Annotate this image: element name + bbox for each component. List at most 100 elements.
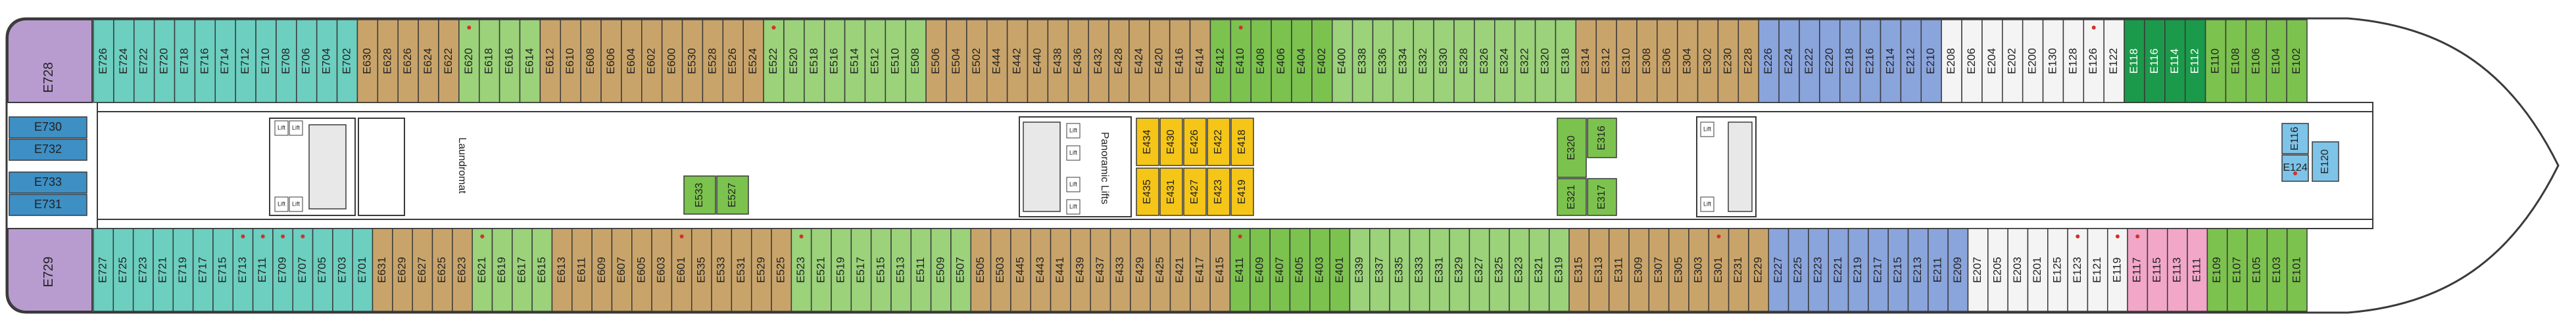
cabin-e420[interactable]: E420: [1149, 19, 1171, 103]
cabin-e116[interactable]: E116: [2144, 19, 2166, 103]
cabin-e101[interactable]: E101: [2286, 228, 2308, 312]
cabin-e308[interactable]: E308: [1636, 19, 1658, 103]
cabin-e217[interactable]: E217: [1868, 228, 1889, 312]
cabin-e128[interactable]: E128: [2062, 19, 2085, 103]
cabin-e504[interactable]: E504: [946, 19, 967, 103]
cabin-e433[interactable]: E433: [1109, 228, 1131, 312]
cabin-e123[interactable]: E123: [2067, 228, 2089, 312]
cabin-e322[interactable]: E322: [1514, 19, 1536, 103]
cabin-e620[interactable]: E620: [458, 19, 480, 103]
cabin-e610[interactable]: E610: [560, 19, 581, 103]
cabin-e301[interactable]: E301: [1708, 228, 1730, 312]
cabin-e607[interactable]: E607: [611, 228, 633, 312]
cabin-e528[interactable]: E528: [702, 19, 724, 103]
cabin-e606[interactable]: E606: [600, 19, 622, 103]
cabin-e117[interactable]: E117: [2127, 228, 2149, 312]
cabin-e628[interactable]: E628: [377, 19, 399, 103]
cabin-e115[interactable]: E115: [2147, 228, 2168, 312]
cabin-e425[interactable]: E425: [1150, 228, 1171, 312]
cabin-e120[interactable]: E120: [2312, 141, 2339, 182]
cabin-e405[interactable]: E405: [1289, 228, 1311, 312]
cabin-e106[interactable]: E106: [2245, 19, 2267, 103]
cabin-e716[interactable]: E716: [194, 19, 216, 103]
cabin-e602[interactable]: E602: [641, 19, 663, 103]
cabin-e105[interactable]: E105: [2247, 228, 2268, 312]
cabin-e442[interactable]: E442: [1006, 19, 1029, 103]
cabin-e509[interactable]: E509: [930, 228, 952, 312]
cabin-e112[interactable]: E112: [2184, 19, 2206, 103]
cabin-e441[interactable]: E441: [1050, 228, 1071, 312]
cabin-e711[interactable]: E711: [252, 228, 274, 312]
cabin-e327[interactable]: E327: [1469, 228, 1490, 312]
cabin-e439[interactable]: E439: [1070, 228, 1091, 312]
cabin-e307[interactable]: E307: [1648, 228, 1670, 312]
cabin-e733[interactable]: E733: [9, 171, 87, 194]
cabin-e326[interactable]: E326: [1474, 19, 1495, 103]
cabin-e709[interactable]: E709: [272, 228, 293, 312]
cabin-e200[interactable]: E200: [2022, 19, 2044, 103]
cabin-e731[interactable]: E731: [9, 194, 87, 216]
cabin-e229[interactable]: E229: [1748, 228, 1769, 312]
cabin-e412[interactable]: E412: [1209, 19, 1232, 103]
cabin-e531[interactable]: E531: [731, 228, 752, 312]
cabin-e625[interactable]: E625: [431, 228, 453, 312]
cabin-e426[interactable]: E426: [1183, 118, 1207, 166]
cabin-e109[interactable]: E109: [2206, 228, 2228, 312]
cabin-e228[interactable]: E228: [1738, 19, 1759, 103]
cabin-e724[interactable]: E724: [113, 19, 135, 103]
cabin-e332[interactable]: E332: [1413, 19, 1434, 103]
cabin-e702[interactable]: E702: [336, 19, 358, 103]
cabin-e102[interactable]: E102: [2286, 19, 2308, 103]
cabin-e727[interactable]: E727: [93, 228, 114, 312]
cabin-e404[interactable]: E404: [1291, 19, 1313, 103]
cabin-e208[interactable]: E208: [1941, 19, 1962, 103]
cabin-e438[interactable]: E438: [1047, 19, 1069, 103]
cabin-e114[interactable]: E114: [2164, 19, 2186, 103]
cabin-e622[interactable]: E622: [438, 19, 460, 103]
cabin-e520[interactable]: E520: [783, 19, 805, 103]
cabin-e104[interactable]: E104: [2266, 19, 2287, 103]
cabin-e530[interactable]: E530: [681, 19, 704, 103]
cabin-e116[interactable]: E116: [2281, 123, 2309, 154]
cabin-e103[interactable]: E103: [2266, 228, 2288, 312]
cabin-e717[interactable]: E717: [192, 228, 214, 312]
cabin-e325[interactable]: E325: [1488, 228, 1510, 312]
cabin-e720[interactable]: E720: [153, 19, 176, 103]
cabin-e519[interactable]: E519: [831, 228, 852, 312]
cabin-e205[interactable]: E205: [1987, 228, 2008, 312]
cabin-e306[interactable]: E306: [1657, 19, 1678, 103]
cabin-e204[interactable]: E204: [1981, 19, 2003, 103]
cabin-e317[interactable]: E317: [1587, 178, 1617, 216]
cabin-e323[interactable]: E323: [1509, 228, 1530, 312]
cabin-e227[interactable]: E227: [1768, 228, 1789, 312]
cabin-e624[interactable]: E624: [418, 19, 439, 103]
cabin-e316[interactable]: E316: [1587, 118, 1617, 158]
cabin-e333[interactable]: E333: [1409, 228, 1430, 312]
cabin-e210[interactable]: E210: [1920, 19, 1942, 103]
cabin-e708[interactable]: E708: [276, 19, 297, 103]
cabin-e445[interactable]: E445: [1010, 228, 1031, 312]
cabin-e601[interactable]: E601: [671, 228, 693, 312]
cabin-e423[interactable]: E423: [1207, 167, 1230, 216]
cabin-e516[interactable]: E516: [823, 19, 846, 103]
cabin-e706[interactable]: E706: [296, 19, 318, 103]
cabin-e621[interactable]: E621: [472, 228, 493, 312]
cabin-e203[interactable]: E203: [2007, 228, 2029, 312]
cabin-e218[interactable]: E218: [1839, 19, 1861, 103]
cabin-e613[interactable]: E613: [551, 228, 573, 312]
cabin-e320[interactable]: E320: [1557, 118, 1587, 178]
cabin-e707[interactable]: E707: [292, 228, 314, 312]
cabin-e703[interactable]: E703: [332, 228, 353, 312]
cabin-e408[interactable]: E408: [1250, 19, 1272, 103]
cabin-e113[interactable]: E113: [2166, 228, 2188, 312]
cabin-e118[interactable]: E118: [2124, 19, 2145, 103]
cabin-e619[interactable]: E619: [491, 228, 513, 312]
cabin-e202[interactable]: E202: [2002, 19, 2024, 103]
cabin-e414[interactable]: E414: [1189, 19, 1211, 103]
cabin-e401[interactable]: E401: [1329, 228, 1351, 312]
cabin-e214[interactable]: E214: [1880, 19, 1902, 103]
cabin-e444[interactable]: E444: [986, 19, 1008, 103]
cabin-e312[interactable]: E312: [1595, 19, 1617, 103]
cabin-e334[interactable]: E334: [1392, 19, 1414, 103]
cabin-e212[interactable]: E212: [1900, 19, 1922, 103]
